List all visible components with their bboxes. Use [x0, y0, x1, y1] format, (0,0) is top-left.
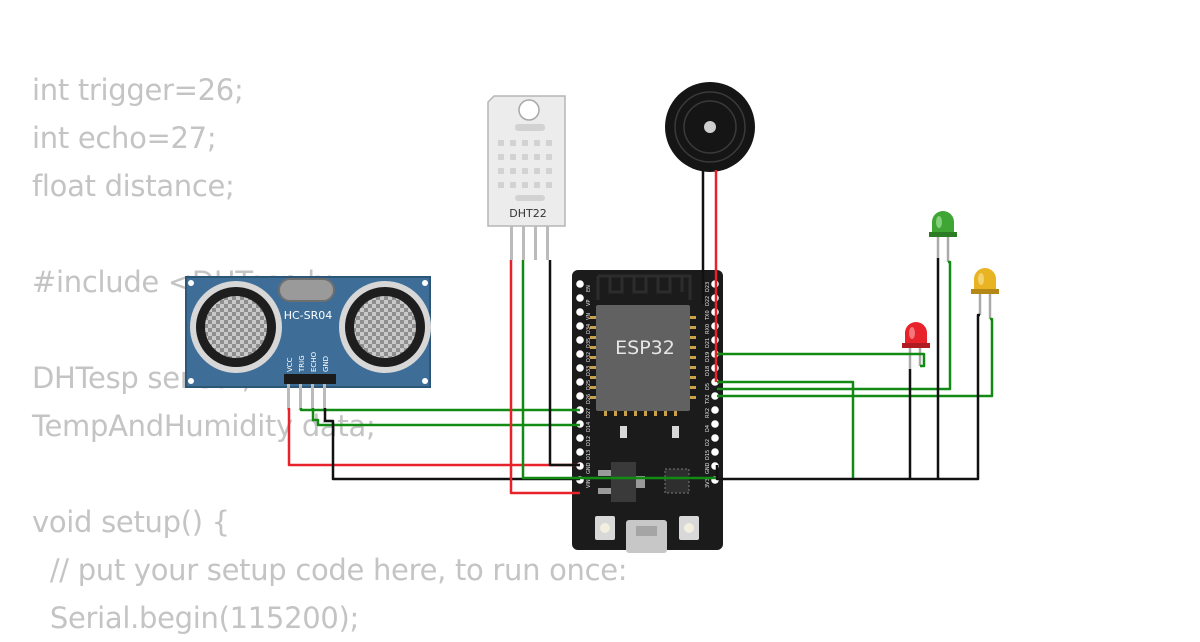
esp32-pin-right-d4[interactable]	[711, 420, 719, 428]
esp32-pin-label: D14	[586, 422, 592, 432]
pin-label-echo: ECHO	[310, 351, 318, 372]
esp32-pin-label: D23	[705, 282, 711, 292]
esp32-pin-label: D21	[705, 338, 711, 348]
esp32-pin-left-d12[interactable]	[576, 434, 584, 442]
esp32-pin-left-d34[interactable]	[576, 322, 584, 330]
esp32-left-pins	[576, 280, 584, 484]
esp32-pin-left-d33[interactable]	[576, 364, 584, 372]
dht22-grille	[498, 124, 552, 201]
esp32-pin-left-vp[interactable]	[576, 294, 584, 302]
usb-uart-chip	[664, 468, 690, 494]
wire-loop	[717, 380, 855, 479]
esp32-pin-left-en[interactable]	[576, 280, 584, 288]
esp32-pin-label: D19	[705, 352, 711, 362]
esp32-pin-label: D5	[705, 383, 711, 390]
esp32-pin-label: D33	[586, 366, 592, 376]
voltage-regulator	[611, 462, 636, 502]
code-line: float distance;	[32, 169, 235, 203]
esp32-pin-label: D13	[586, 450, 592, 460]
esp32-pin-left-d13[interactable]	[576, 448, 584, 456]
pin-label-gnd: GND	[322, 356, 330, 372]
code-line: Serial.begin(115200);	[32, 601, 360, 635]
transducer-right	[339, 281, 431, 373]
wire-gnd-bus	[715, 313, 980, 481]
code-line: int trigger=26;	[32, 73, 244, 107]
wire-dht-gnd	[548, 260, 580, 467]
code-line: void setup() {	[32, 505, 230, 539]
wires	[287, 170, 994, 495]
esp32-pin-left-vn[interactable]	[576, 308, 584, 316]
pin-label-vcc: VCC	[286, 357, 294, 372]
wire-led-yellow	[717, 317, 994, 398]
pin-label-trig: TRIG	[298, 355, 306, 373]
esp32-pin-right-rx2[interactable]	[711, 406, 719, 414]
wire-led-red	[717, 352, 926, 368]
buzzer[interactable]	[665, 82, 755, 172]
usb-port	[626, 520, 667, 553]
led-yellow[interactable]	[971, 268, 999, 319]
wire-us-trig	[299, 408, 580, 412]
esp32-module-pads	[590, 316, 696, 416]
esp32-pin-label: VN	[586, 313, 592, 320]
esp32-pin-label: D2	[705, 439, 711, 446]
esp32-pin-left-d26[interactable]	[576, 392, 584, 400]
esp32-pin-right-tx2[interactable]	[711, 392, 719, 400]
esp32-pin-label: GND	[705, 462, 711, 474]
esp32-pin-label: D34	[586, 324, 592, 334]
esp32-label: ESP32	[615, 337, 675, 359]
code-line: int echo=27;	[32, 121, 217, 155]
esp32-pin-label: VIN	[586, 479, 592, 488]
wire-dht-data	[521, 260, 717, 480]
esp32-pin-label: D4	[705, 425, 711, 432]
esp32-pin-label: D32	[586, 352, 592, 362]
wire-us-vcc	[287, 408, 580, 467]
esp32-board[interactable]: ESP32 ENVPVND34D35D32D33D25D26D27D14D12D…	[572, 270, 723, 553]
dht22-sensor[interactable]: DHT22	[487, 95, 566, 260]
esp32-pin-label: D27	[586, 408, 592, 418]
esp32-pin-label: D22	[705, 296, 711, 306]
esp32-pin-label: D35	[586, 338, 592, 348]
esp32-pin-left-d35[interactable]	[576, 336, 584, 344]
esp32-pin-label: 3V3	[705, 478, 711, 488]
en-button[interactable]	[595, 516, 615, 540]
esp32-pin-label: D18	[705, 366, 711, 376]
led-red[interactable]	[902, 322, 930, 369]
dht22-label: DHT22	[509, 207, 546, 220]
esp32-pin-label: D25	[586, 380, 592, 390]
led-green[interactable]	[929, 211, 957, 262]
esp32-pin-left-d32[interactable]	[576, 350, 584, 358]
esp32-pin-label: GND	[586, 462, 592, 474]
dht22-housing	[487, 95, 566, 227]
wire-us-echo	[311, 408, 580, 427]
wire-dht-vcc	[509, 260, 580, 495]
esp32-pin-label: TX2	[705, 394, 711, 405]
code-line: TempAndHumidity data;	[32, 409, 376, 443]
esp32-pin-label: RX2	[705, 408, 711, 418]
esp32-pin-label: D12	[586, 436, 592, 446]
esp32-pin-label: D26	[586, 394, 592, 404]
esp32-pin-right-d15[interactable]	[711, 448, 719, 456]
transducer-left	[190, 281, 282, 373]
esp32-module	[596, 305, 690, 411]
esp32-pin-label: RX0	[705, 324, 711, 334]
esp32-pin-label: EN	[586, 285, 592, 292]
ultrasonic-label: HC-SR04	[284, 309, 333, 322]
wire-led-green	[717, 260, 952, 391]
wire-us-gnd	[323, 408, 580, 481]
esp32-pin-left-d25[interactable]	[576, 378, 584, 386]
esp32-pin-label: TX0	[705, 310, 711, 321]
boot-button[interactable]	[679, 516, 699, 540]
code-line: // put your setup code here, to run once…	[32, 553, 628, 587]
pin-header	[284, 374, 336, 384]
esp32-pin-right-d2[interactable]	[711, 434, 719, 442]
crystal-oscillator	[278, 278, 335, 302]
ultrasonic-sensor[interactable]: HC-SR04 VCC TRIG ECHO GND	[185, 276, 431, 410]
esp32-pin-label: VP	[586, 300, 592, 306]
esp32-pin-label: D15	[705, 450, 711, 460]
